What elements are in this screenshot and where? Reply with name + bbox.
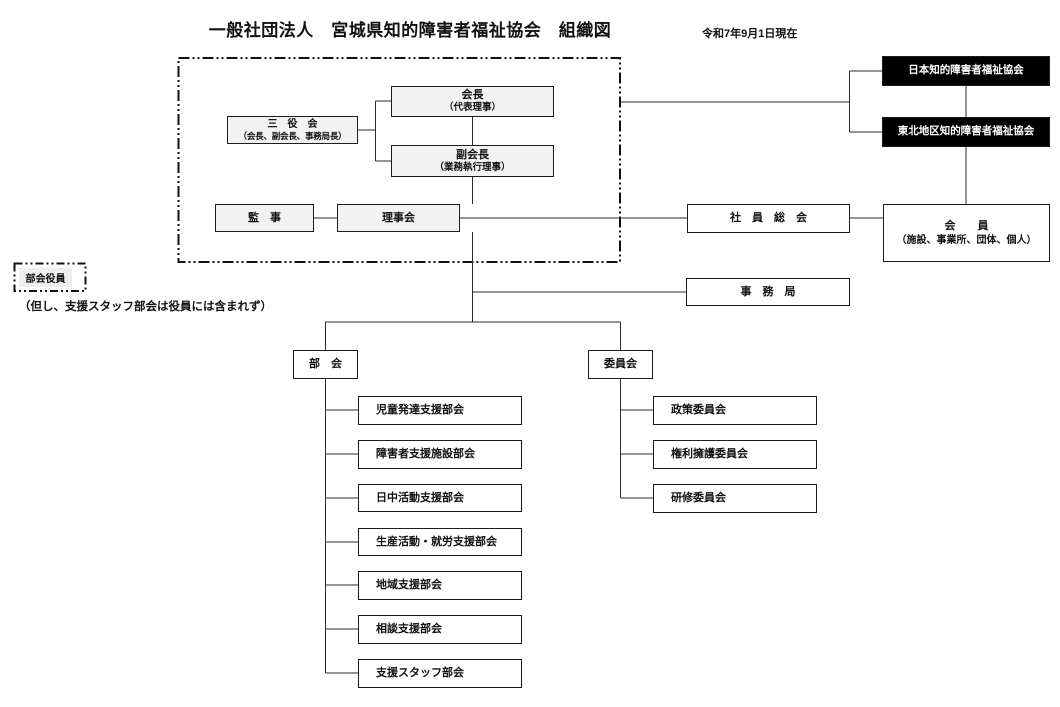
kaiin-subtitle: （施設、事業所、団体、個人） (896, 234, 1037, 246)
bukai-item: 障害者支援施設部会 (358, 440, 522, 469)
sanyakukai-members: （会長、副会長、事務局長） (238, 130, 347, 141)
page-title: 一般社団法人 宮城県知的障害者福祉協会 組織図 (208, 21, 612, 40)
box-sanyakukai: 三 役 会 （会長、副会長、事務局長） (227, 116, 358, 144)
bukai-item: 支援スタッフ部会 (358, 659, 522, 688)
sanyakukai-title: 三 役 会 (267, 118, 318, 130)
box-tohoku-kyokai: 東北地区知的障害者福祉協会 (882, 117, 1050, 147)
date-label: 令和7年9月1日現在 (702, 28, 798, 40)
bukai-item: 日中活動支援部会 (358, 483, 522, 512)
box-kaiin: 会 員 （施設、事業所、団体、個人） (883, 204, 1050, 262)
iinkai-item: 権利擁護委員会 (653, 440, 817, 469)
kaicho-subtitle: （代表理事） (443, 102, 501, 114)
legend-note: （但し、支援スタッフ部会は役員には含まれず） (19, 301, 272, 313)
box-kaicho: 会長 （代表理事） (391, 86, 554, 117)
bukai-item: 相談支援部会 (358, 615, 522, 644)
main-dashed-border (177, 57, 621, 263)
bukai-item: 地域支援部会 (358, 571, 522, 600)
fukukaicho-title: 副会長 (456, 148, 489, 161)
iinkai-item: 研修委員会 (653, 483, 817, 513)
box-shain-sokai: 社 員 総 会 (687, 204, 850, 233)
iinkai-item: 政策委員会 (653, 395, 817, 425)
box-kanji: 監 事 (215, 204, 314, 232)
legend-bukai-yakuin: 部会役員 (19, 268, 72, 287)
bukai-item: 生産活動・就労支援部会 (358, 527, 522, 556)
box-jimukyoku: 事 務 局 (686, 278, 850, 306)
box-iinkai: 委員会 (588, 350, 653, 379)
kaicho-title: 会長 (461, 89, 484, 102)
fukukaicho-subtitle: （業務執行理事） (434, 161, 511, 173)
box-rijikai: 理事会 (337, 204, 460, 232)
box-nihon-kyokai: 日本知的障害者福祉協会 (882, 56, 1050, 86)
bukai-item: 児童発達支援部会 (358, 396, 522, 425)
kaiin-title: 会 員 (944, 220, 989, 233)
legend-dashed-border (13, 262, 87, 292)
box-bukai: 部 会 (293, 350, 358, 379)
box-fukukaicho: 副会長 （業務執行理事） (391, 145, 554, 177)
